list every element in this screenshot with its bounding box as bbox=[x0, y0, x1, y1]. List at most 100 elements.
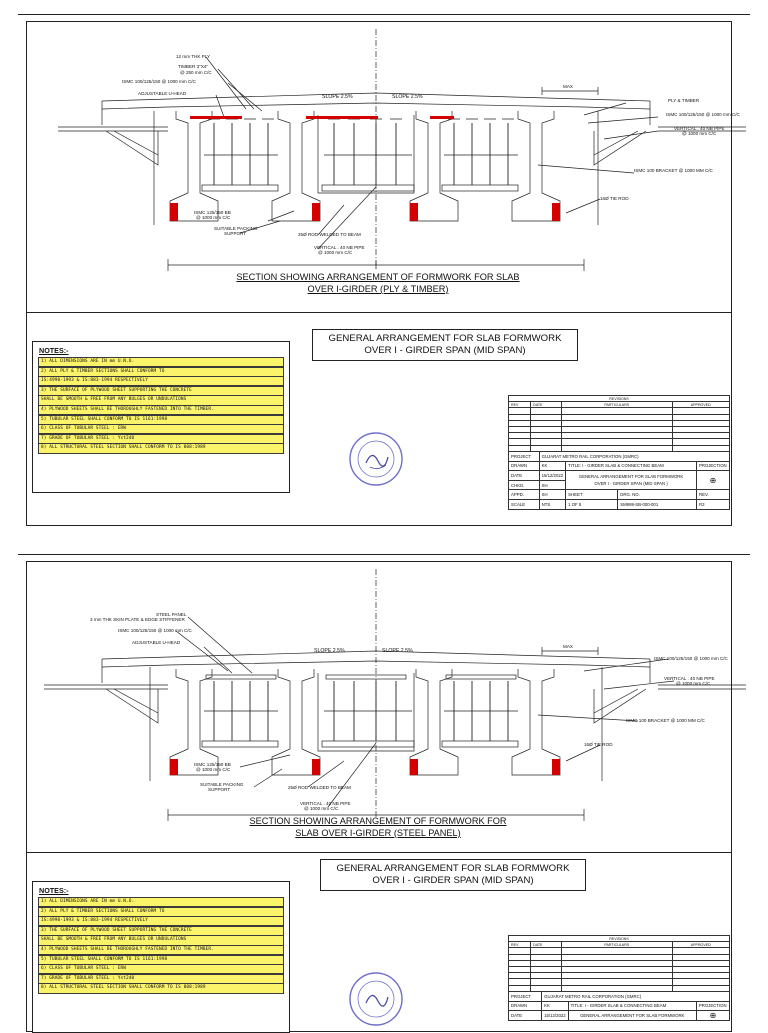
drawing-frame bbox=[26, 561, 732, 853]
label-ismc-bb: ISMC 125/150 BB bbox=[194, 210, 231, 215]
note-item: 8) ALL STRUCTURAL STEEL SECTION SHALL CO… bbox=[38, 443, 284, 454]
label-tie-rod: 16Ø TIE ROD bbox=[600, 196, 629, 201]
date-label: DATE bbox=[507, 1010, 543, 1022]
title-value: I - GIRDER SLAB & CONNECTING BEAM bbox=[582, 463, 664, 469]
title-block: PROJECT GUJARAT METRO RAIL CORPORATION (… bbox=[507, 991, 731, 1022]
revisions-table: REVISIONS REV DATE PARTICULARS APPROVED bbox=[507, 394, 731, 452]
label-uhead: ADJUSTABLE U-HEAD bbox=[138, 91, 187, 96]
label-packing-2: SUPPORT bbox=[208, 787, 231, 792]
scale-value: NTS bbox=[538, 498, 567, 510]
rev-label: REV. bbox=[695, 489, 731, 500]
label-packing-2: SUPPORT bbox=[224, 231, 247, 236]
drawn-label: DRAWN bbox=[507, 1000, 543, 1012]
lower-frame bbox=[26, 311, 732, 526]
project-name: GUJARAT METRO RAIL CORPORATION (GMRC) bbox=[541, 991, 730, 1002]
label-vertical-pipe-2: @ 1000 mm C/C bbox=[318, 250, 353, 255]
project-name: GUJARAT METRO RAIL CORPORATION (GMRC) bbox=[538, 451, 731, 462]
label-slope-right: SLOPE 2.5% bbox=[392, 94, 423, 100]
notes-heading: NOTES:- bbox=[39, 346, 69, 355]
projection-label: PROJECTION bbox=[695, 460, 731, 472]
label-skin-plate: 3 mm THK SKIN PLATE & EDGE STIFFENER bbox=[90, 617, 185, 622]
label-vertical-pipe-right: VERTICAL . 40 NB PIPE bbox=[664, 676, 715, 681]
label-max: MAX bbox=[563, 644, 573, 649]
formwork-section-drawing bbox=[44, 569, 746, 821]
drg-label: DRG. NO. bbox=[617, 489, 697, 500]
label-vertical-pipe: VERTICAL . 40 NB PIPE bbox=[314, 245, 365, 250]
company-stamp bbox=[349, 432, 403, 486]
title-label: TITLE: bbox=[568, 463, 582, 469]
formwork-section-drawing bbox=[58, 29, 746, 271]
chkd-label: CHKD. bbox=[508, 479, 540, 491]
desc-line-1: GENERAL ARRANGEMENT FOR SLAB FORMWORK bbox=[578, 474, 684, 480]
rev-no-value: R3 bbox=[695, 498, 731, 510]
ga-line-2: OVER I - GIRDER SPAN (MID SPAN) bbox=[372, 875, 534, 886]
label-max: MAX bbox=[563, 84, 573, 89]
notes-box: NOTES:- 1) ALL DIMENSIONS ARE IN mm U.N.… bbox=[32, 881, 290, 1033]
section-title-line-2: SLAB OVER I-GIRDER (STEEL PANEL) bbox=[295, 828, 461, 838]
title-value: I - GIRDER SLAB & CONNECTING BEAM bbox=[584, 1003, 667, 1009]
appd-value: SH bbox=[538, 489, 567, 500]
projection-symbol: ⊕ bbox=[695, 1010, 731, 1022]
label-vertical-pipe-right-2: @ 1000 mm C/C bbox=[676, 681, 711, 686]
label-bracket: ISMC 100 BRACKET @ 1000 MM C/C bbox=[626, 718, 705, 723]
section-title: SECTION SHOWING ARRANGEMENT OF FORMWORK … bbox=[208, 271, 548, 295]
section-title-line-1: SECTION SHOWING ARRANGEMENT OF FORMWORK … bbox=[249, 816, 507, 826]
label-steel-panel: STEEL PANEL bbox=[156, 612, 187, 617]
label-ply-timber: PLY & TIMBER bbox=[668, 98, 700, 103]
label-rod-welded: 25Ø ROD WELDED TO BEAM bbox=[288, 785, 351, 790]
note-item: 8) ALL STRUCTURAL STEEL SECTION SHALL CO… bbox=[38, 983, 284, 994]
label-packing: SUITABLE PACKING bbox=[214, 226, 258, 231]
drawing-frame bbox=[26, 21, 732, 313]
ga-line-2: OVER I - GIRDER SPAN (MID SPAN) bbox=[364, 345, 526, 356]
label-timber: TIMBER 3"X4" bbox=[178, 64, 209, 69]
drawn-value: KK bbox=[541, 1000, 569, 1012]
label-ismc-right: ISMC 100/125/150 @ 1000 mm C/C bbox=[654, 656, 728, 661]
section-title: SECTION SHOWING ARRANGEMENT OF FORMWORK … bbox=[208, 815, 548, 839]
title-label: TITLE: bbox=[570, 1003, 584, 1009]
general-arrangement-box: GENERAL ARRANGEMENT FOR SLAB FORMWORK OV… bbox=[312, 329, 578, 361]
label-ismc-top: ISMC 100/125/150 @ 1000 mm C/C bbox=[118, 628, 192, 633]
label-rod-welded: 25Ø ROD WELDED TO BEAM bbox=[298, 232, 361, 237]
project-label: PROJECT bbox=[507, 991, 543, 1002]
label-vertical-pipe-2: @ 1000 mm C/C bbox=[304, 806, 339, 811]
label-slope-left: SLOPE 2.5% bbox=[314, 648, 345, 654]
drawing-sheet-1: 12 mm THK PLY TIMBER 3"X4" @ 250 mm C/C … bbox=[18, 14, 750, 526]
label-vertical-pipe-right-2: @ 1000 mm C/C bbox=[682, 131, 717, 136]
drg-no-value: SM999-SB-000-001 bbox=[617, 498, 697, 510]
desc-line-2: OVER I - GIRDER SPAN (MID SPAN ) bbox=[594, 481, 668, 487]
notes-box: NOTES:- 1) ALL DIMENSIONS ARE IN mm U.N.… bbox=[32, 341, 290, 493]
label-ismc-bb: ISMC 125/150 BB bbox=[194, 762, 231, 767]
date-value: 15/12/2022 bbox=[541, 1010, 569, 1022]
project-label: PROJECT bbox=[508, 451, 540, 462]
label-timber-spacing: @ 250 mm C/C bbox=[180, 70, 212, 75]
drawn-value: KK bbox=[538, 460, 567, 472]
date-label: DATE bbox=[508, 470, 540, 481]
label-vertical-pipe: VERTICAL . 40 NB PIPE bbox=[300, 801, 351, 806]
label-uhead: ADJUSTABLE U-HEAD bbox=[132, 640, 181, 645]
label-ismc-top: ISMC 100/125/150 @ 1000 mm C/C bbox=[122, 79, 196, 84]
label-ismc-right: ISMC 100/125/150 @ 1000 mm C/C bbox=[666, 112, 740, 117]
projection-symbol: ⊕ bbox=[695, 470, 731, 491]
drawing-sheet-2: STEEL PANEL 3 mm THK SKIN PLATE & EDGE S… bbox=[18, 554, 750, 1033]
label-ply: 12 mm THK PLY bbox=[176, 54, 211, 59]
ga-line-1: GENERAL ARRANGEMENT FOR SLAB FORMWORK bbox=[328, 333, 562, 344]
notes-heading: NOTES:- bbox=[39, 886, 69, 895]
sheet-value: 1 OF 5 bbox=[565, 498, 619, 510]
label-ismc-bb-2: @ 1000 mm C/C bbox=[196, 215, 231, 220]
company-stamp bbox=[349, 972, 403, 1026]
scale-label: SCALE bbox=[508, 498, 540, 510]
drawn-label: DRAWN bbox=[508, 460, 540, 472]
general-arrangement-box: GENERAL ARRANGEMENT FOR SLAB FORMWORK OV… bbox=[320, 859, 586, 891]
label-ismc-bb-2: @ 1000 mm C/C bbox=[196, 767, 231, 772]
label-slope-left: SLOPE 2.5% bbox=[322, 94, 353, 100]
revisions-table: REVISIONS REV DATE PARTICULARS APPROVED bbox=[507, 934, 731, 992]
projection-label: PROJECTION bbox=[695, 1000, 731, 1012]
sheet-label: SHEET bbox=[565, 489, 619, 500]
title-block: PROJECT GUJARAT METRO RAIL CORPORATION (… bbox=[508, 451, 731, 510]
section-title-line-2: OVER I-GIRDER (PLY & TIMBER) bbox=[307, 284, 449, 294]
label-slope-right: SLOPE 2.5% bbox=[382, 648, 413, 654]
label-vertical-pipe-right: VERTICAL . 40 NB PIPE bbox=[674, 126, 725, 131]
date-value: 15/12/2022 bbox=[538, 470, 567, 481]
label-bracket: ISMC 100 BRACKET @ 1000 MM C/C bbox=[634, 168, 713, 173]
ga-line-1: GENERAL ARRANGEMENT FOR SLAB FORMWORK bbox=[336, 863, 570, 874]
